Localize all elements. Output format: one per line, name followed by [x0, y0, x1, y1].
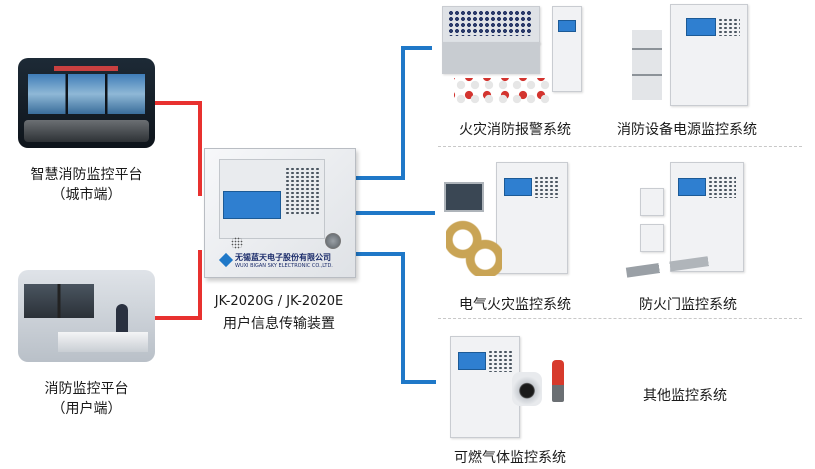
device-keyhole: [325, 233, 341, 249]
console-desks: [24, 120, 149, 142]
fire-alarm-label: 火灾消防报警系统: [459, 122, 571, 138]
power-cabinet-screen: [686, 18, 716, 36]
video-wall: [28, 74, 145, 114]
device-keypad: [285, 167, 319, 215]
separator-1: [438, 146, 802, 147]
transmission-device: 无锡蓝天电子股份有限公司 WUXI BIGAN SKY ELECTRONIC C…: [204, 148, 356, 278]
electrical-fire-label: 电气火灾监控系统: [459, 297, 571, 313]
door-module-1: [640, 188, 664, 216]
link-city-platform: [155, 101, 202, 196]
door-cabinet-screen: [678, 178, 706, 196]
alarm-beacon: [552, 360, 564, 402]
door-module-2: [640, 224, 664, 252]
device-brand-cn: 无锡蓝天电子股份有限公司: [235, 253, 331, 262]
brand-logo-mark: [218, 252, 234, 268]
tall-cabinet: [552, 6, 582, 92]
wall-banner: [54, 66, 118, 71]
separator-2: [438, 318, 802, 319]
fire-door-label: 防火门监控系统: [639, 297, 737, 313]
link-gas: [355, 252, 436, 384]
user-platform-photo: [18, 270, 155, 362]
fire-door-system-image: [620, 160, 750, 284]
console-screens: [448, 10, 532, 36]
device-screen: [223, 191, 281, 219]
operator-figure: [116, 304, 128, 340]
door-cabinet-keys: [708, 176, 736, 198]
fire-alarm-system-image: [440, 6, 590, 110]
user-platform-sub: （用户端）: [51, 401, 122, 417]
electrical-fire-system-image: [442, 162, 572, 284]
city-platform-sub: （城市端）: [51, 187, 122, 203]
elec-cabinet-screen: [504, 178, 532, 196]
current-transformers: [446, 220, 502, 276]
din-modules: [632, 30, 662, 100]
gas-monitor-system-image: [448, 336, 572, 440]
monitor-wall: [24, 284, 94, 318]
desk: [58, 332, 148, 352]
detectors-row: [454, 78, 554, 106]
tall-cabinet-screen: [558, 20, 576, 32]
other-systems-label: 其他监控系统: [643, 388, 727, 404]
power-monitor-system-image: [630, 4, 750, 108]
city-platform-name: 智慧消防监控平台: [30, 167, 143, 183]
device-speaker: [231, 237, 243, 249]
device-name: 用户信息传输装置: [223, 316, 335, 332]
user-platform-name: 消防监控平台: [44, 381, 129, 397]
city-platform-photo: [18, 58, 155, 148]
gas-detector: [512, 372, 542, 406]
elec-detector-panel: [444, 182, 484, 212]
gas-cabinet-keys: [488, 350, 514, 372]
device-model: JK-2020G / JK-2020E: [214, 294, 344, 309]
power-monitor-label: 消防设备电源监控系统: [617, 122, 757, 138]
power-cabinet-keys: [718, 18, 740, 36]
device-brand-en: WUXI BIGAN SKY ELECTRONIC CO.,LTD.: [235, 263, 333, 269]
gas-monitor-label: 可燃气体监控系统: [454, 450, 566, 466]
gas-cabinet-screen: [458, 352, 486, 370]
link-user-platform: [155, 250, 202, 320]
link-fire-alarm: [355, 46, 432, 180]
elec-cabinet-keys: [534, 176, 560, 198]
console-base: [442, 42, 540, 74]
